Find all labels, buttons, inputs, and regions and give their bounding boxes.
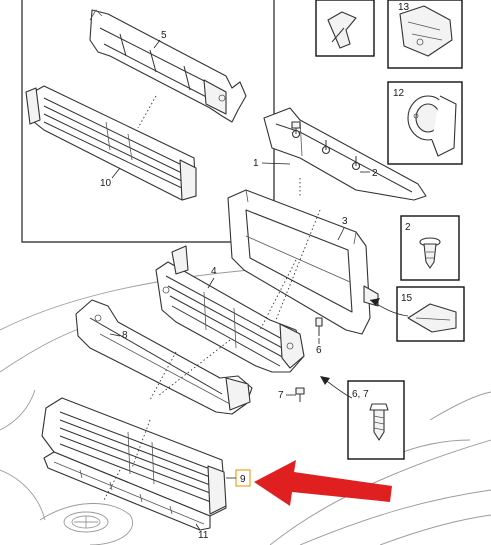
callout-9: 9 <box>240 474 246 485</box>
red-arrow-pointer-icon <box>254 460 392 506</box>
callout-3: 3 <box>342 216 348 227</box>
part-5-carrier-frame <box>89 9 247 129</box>
callout-4: 4 <box>211 266 217 277</box>
tile-15-label: 15 <box>401 293 413 304</box>
tile-13: 13 <box>387 0 463 69</box>
tile-clip-top <box>315 0 375 57</box>
callout-5: 5 <box>161 30 167 41</box>
callout-2: 2 <box>372 168 378 179</box>
alignment-lines <box>103 178 321 501</box>
part-1-cross-member <box>263 107 427 201</box>
tile-2: 2 <box>400 215 460 281</box>
callout-6: 6 <box>316 345 322 356</box>
tile-6-7: 6, 7 <box>320 376 405 460</box>
part-11-deflector <box>43 451 211 531</box>
callout-1: 1 <box>253 158 259 169</box>
callouts: 5 10 1 2 3 4 8 6 7 9 11 <box>100 30 378 541</box>
part-9-air-shutter <box>41 397 227 517</box>
callout-8: 8 <box>122 330 128 341</box>
callout-7: 7 <box>278 390 284 401</box>
tile-12: 12 <box>387 81 463 165</box>
callout-11: 11 <box>198 530 209 541</box>
tile-12-label: 12 <box>393 88 405 99</box>
tile-6-7-label: 6, 7 <box>352 389 369 400</box>
screw-icon <box>295 317 323 402</box>
callout-10: 10 <box>100 178 112 189</box>
part-4-grille <box>155 245 305 373</box>
tile-13-label: 13 <box>398 2 410 13</box>
part-10-air-guide <box>25 85 197 201</box>
tile-2-label: 2 <box>405 222 411 233</box>
part-8-lower-bracket <box>75 299 253 415</box>
tile-15: 15 <box>369 286 465 342</box>
